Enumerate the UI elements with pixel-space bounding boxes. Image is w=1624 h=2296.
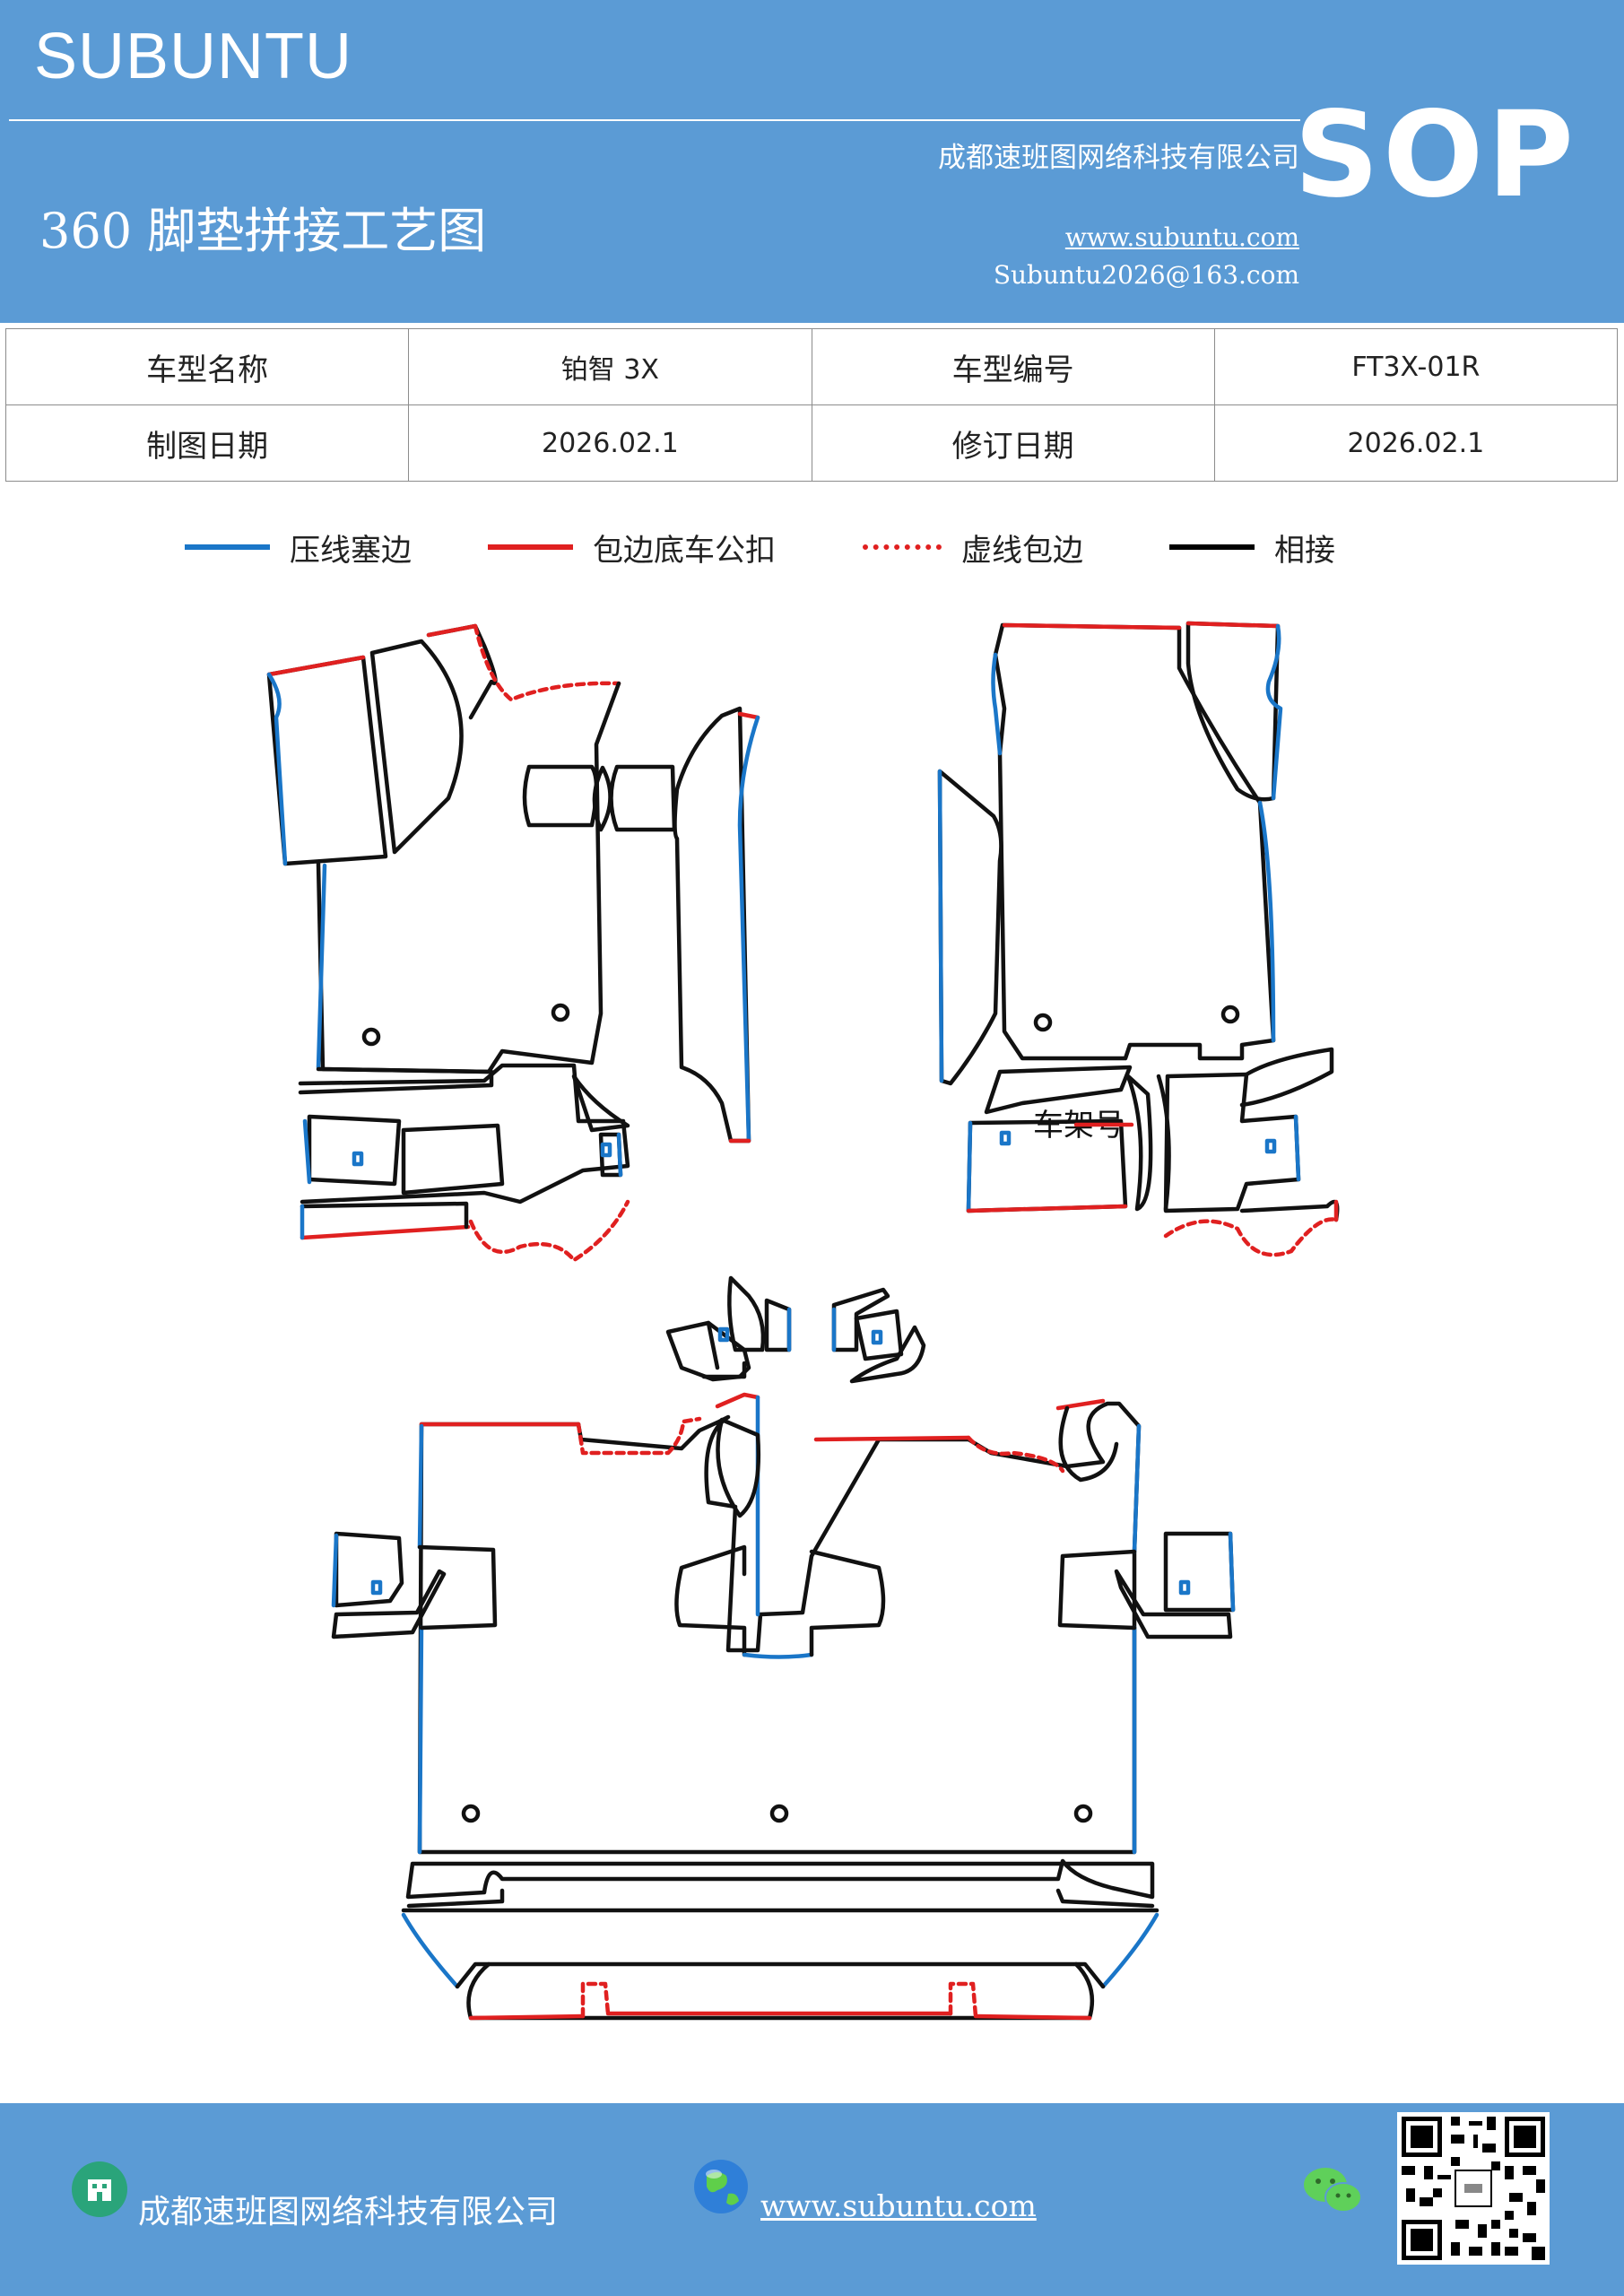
table-cell-value: 2026.02.1 bbox=[408, 404, 812, 482]
table-cell-label: 车型名称 bbox=[4, 328, 410, 405]
building-icon bbox=[72, 2161, 127, 2217]
table-cell-value: FT3X-01R bbox=[1213, 328, 1619, 405]
table-cell-label: 修订日期 bbox=[811, 404, 1215, 482]
floor-mat-diagram: 车架号 bbox=[266, 621, 1340, 2021]
footer-company-name: 成都速班图网络科技有限公司 bbox=[138, 2194, 559, 2231]
globe-icon bbox=[694, 2160, 748, 2213]
email-address: Subuntu2026@163.com bbox=[993, 260, 1299, 290]
company-name: 成都速班图网络科技有限公司 bbox=[938, 142, 1299, 174]
legend-label: 虚线包边 bbox=[961, 532, 1083, 569]
legend-label: 相接 bbox=[1274, 532, 1335, 569]
legend-item-join: 相接 bbox=[1169, 525, 1335, 570]
rear-mat bbox=[331, 1392, 1236, 2021]
table-cell-value: 2026.02.1 bbox=[1213, 404, 1619, 482]
legend-swatch-black bbox=[1169, 544, 1255, 550]
legend-label: 压线塞边 bbox=[290, 532, 412, 569]
legend-item-press-line: 压线塞边 bbox=[185, 525, 412, 570]
legend-label: 包边底车公扣 bbox=[593, 532, 776, 569]
table-row: 车型名称 铂智 3X 车型编号 FT3X-01R bbox=[4, 328, 1619, 405]
table-row: 制图日期 2026.02.1 修订日期 2026.02.1 bbox=[4, 404, 1619, 482]
footer-website-link[interactable]: www.subuntu.com bbox=[760, 2188, 1037, 2223]
legend-item-edge-wrap: 包边底车公扣 bbox=[488, 525, 776, 570]
front-right-mat: 车架号 bbox=[937, 621, 1340, 1257]
website-link[interactable]: www.subuntu.com bbox=[1064, 222, 1299, 252]
header-divider bbox=[9, 119, 1300, 121]
table-cell-label: 制图日期 bbox=[4, 404, 410, 482]
table-cell-label: 车型编号 bbox=[811, 328, 1215, 405]
legend-swatch-blue bbox=[185, 544, 270, 550]
document-title: 360 脚垫拼接工艺图 bbox=[39, 203, 487, 259]
brand-logo-text: SUBUNTU bbox=[34, 21, 353, 92]
vehicle-info-table: 车型名称 铂智 3X 车型编号 FT3X-01R 制图日期 2026.02.1 … bbox=[4, 328, 1619, 482]
wechat-icon bbox=[1304, 2168, 1362, 2213]
front-left-mat bbox=[266, 623, 760, 1263]
header-banner bbox=[0, 0, 1624, 323]
legend-item-dotted-wrap: 虚线包边 bbox=[863, 525, 1083, 570]
small-center-pieces bbox=[665, 1275, 926, 1384]
table-cell-value: 铂智 3X bbox=[408, 328, 812, 405]
qr-code-pattern bbox=[1397, 2112, 1550, 2265]
sop-badge: SOP bbox=[1293, 86, 1577, 224]
legend-swatch-red bbox=[488, 544, 573, 550]
qr-code[interactable] bbox=[1397, 2112, 1550, 2265]
legend-swatch-red-dotted bbox=[863, 544, 942, 550]
